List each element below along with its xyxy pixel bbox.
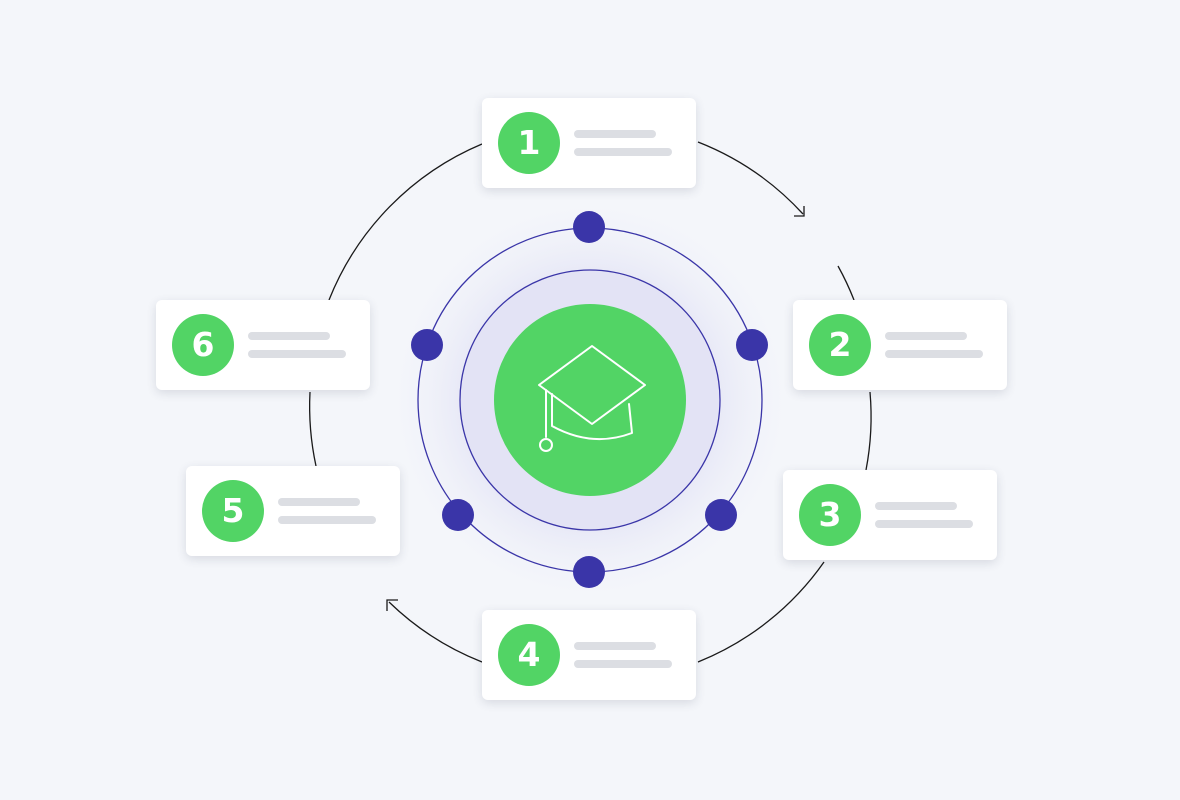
cycle-arc-4-5 <box>388 601 483 663</box>
step-card-6[interactable]: 6 <box>156 300 370 390</box>
step-number-badge: 6 <box>172 314 234 376</box>
step-number-badge: 4 <box>498 624 560 686</box>
step-number-badge: 1 <box>498 112 560 174</box>
step-card-1[interactable]: 1 <box>482 98 696 188</box>
orbit-dot <box>442 499 474 531</box>
cycle-arc-3-4 <box>697 561 825 663</box>
placeholder-text-line <box>248 350 346 358</box>
orbit-dot <box>411 329 443 361</box>
orbit-dots <box>411 211 768 588</box>
orbit-dot <box>736 329 768 361</box>
step-card-4[interactable]: 4 <box>482 610 696 700</box>
cycle-arc-2-3 <box>837 265 855 301</box>
cycle-arcs <box>308 141 872 663</box>
arrow-head-counterclockwise <box>386 599 398 611</box>
arrow-head-clockwise <box>794 206 805 217</box>
step-card-2[interactable]: 2 <box>793 300 1007 390</box>
placeholder-text-line <box>278 498 360 506</box>
graduation-cap-icon <box>538 345 646 452</box>
placeholder-text-line <box>875 520 973 528</box>
step-number-badge: 3 <box>799 484 861 546</box>
cycle-arc-6-1 <box>328 143 483 301</box>
cycle-arc-2-3-lower <box>865 391 872 471</box>
placeholder-text-line <box>278 516 376 524</box>
placeholder-text-line <box>574 660 672 668</box>
placeholder-text-line <box>574 148 672 156</box>
placeholder-text-line <box>248 332 330 340</box>
placeholder-text-line <box>885 350 983 358</box>
orbit-dot <box>573 211 605 243</box>
placeholder-text-line <box>885 332 967 340</box>
orbit-dot <box>573 556 605 588</box>
step-card-3[interactable]: 3 <box>783 470 997 560</box>
cycle-arc-5-6 <box>308 391 317 467</box>
placeholder-text-line <box>875 502 957 510</box>
step-card-5[interactable]: 5 <box>186 466 400 556</box>
center-disc <box>494 304 686 496</box>
step-number-badge: 2 <box>809 314 871 376</box>
orbit-dot <box>705 499 737 531</box>
placeholder-text-line <box>574 642 656 650</box>
placeholder-text-line <box>574 130 656 138</box>
cycle-arc-1-2 <box>697 141 804 215</box>
step-number-badge: 5 <box>202 480 264 542</box>
